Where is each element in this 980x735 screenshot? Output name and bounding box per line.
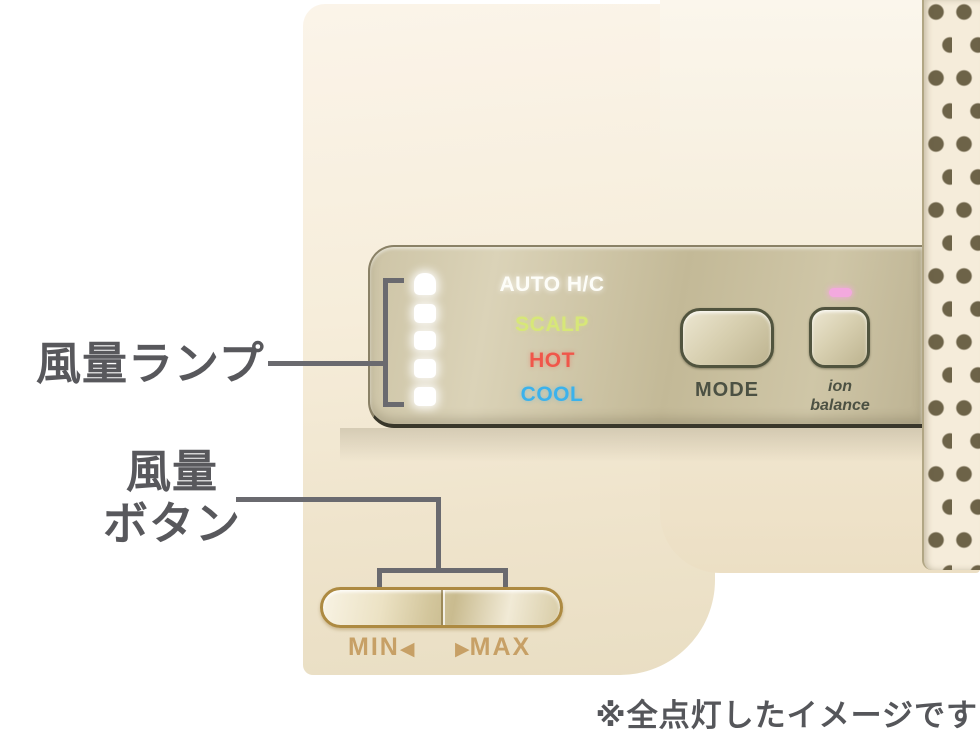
annotation-airflow-lamp: 風量ランプ <box>36 338 265 389</box>
airflow-lamp-dot <box>414 387 436 406</box>
mode-indicator-scalp: SCALP <box>515 313 589 336</box>
bracket-lamp-vertical <box>383 278 388 407</box>
min-arrow-icon: ◀ <box>399 639 415 660</box>
bracket-lamp-top-tick <box>383 278 404 283</box>
airflow-lamp-dot <box>414 359 436 378</box>
min-text: MIN <box>348 633 400 661</box>
max-text: MAX <box>469 633 532 661</box>
airflow-lamp-dot <box>414 304 436 323</box>
mode-indicator-hot: HOT <box>529 349 575 372</box>
leader-line-button-vertical <box>436 497 441 573</box>
airflow-min-button[interactable] <box>323 590 443 625</box>
max-label: ▶MAX <box>455 633 531 662</box>
ion-balance-lamp <box>829 288 852 297</box>
mode-indicator-auto-hc: AUTO H/C <box>499 273 605 296</box>
panel-shadow <box>340 428 922 462</box>
bracket-lamp-bottom-tick <box>383 402 404 407</box>
airflow-rocker-button[interactable] <box>320 587 563 628</box>
bracket-button-horizontal <box>377 568 508 573</box>
mode-indicator-cool: COOL <box>520 383 584 406</box>
bracket-button-right-tick <box>503 568 508 589</box>
airflow-max-button[interactable] <box>443 590 561 625</box>
ion-label-line1: ion <box>828 378 852 395</box>
airflow-lamp-dot <box>414 331 436 350</box>
airflow-button-label-line1: 風量 <box>125 446 218 497</box>
min-label: MIN◀ <box>348 633 414 662</box>
leader-line-lamp <box>268 361 385 366</box>
ion-label-line2: balance <box>810 397 870 414</box>
leader-line-button-horizontal <box>236 497 441 502</box>
mode-button[interactable] <box>680 308 774 368</box>
ion-balance-button-label: ion balance <box>786 377 894 415</box>
mode-button-label: MODE <box>695 379 759 401</box>
intake-grille <box>922 0 980 570</box>
max-arrow-icon: ▶ <box>455 639 470 660</box>
bracket-button-left-tick <box>377 568 382 589</box>
ion-balance-button[interactable] <box>809 307 870 368</box>
control-panel: AUTO H/C SCALP HOT COOL MODE ion balance <box>368 245 922 428</box>
airflow-button-label-line2: ボタン <box>102 498 241 549</box>
footnote-text: ※全点灯したイメージです <box>595 698 978 733</box>
airflow-lamp-dot <box>414 273 436 295</box>
annotation-airflow-button: 風量 ボタン <box>92 446 252 550</box>
